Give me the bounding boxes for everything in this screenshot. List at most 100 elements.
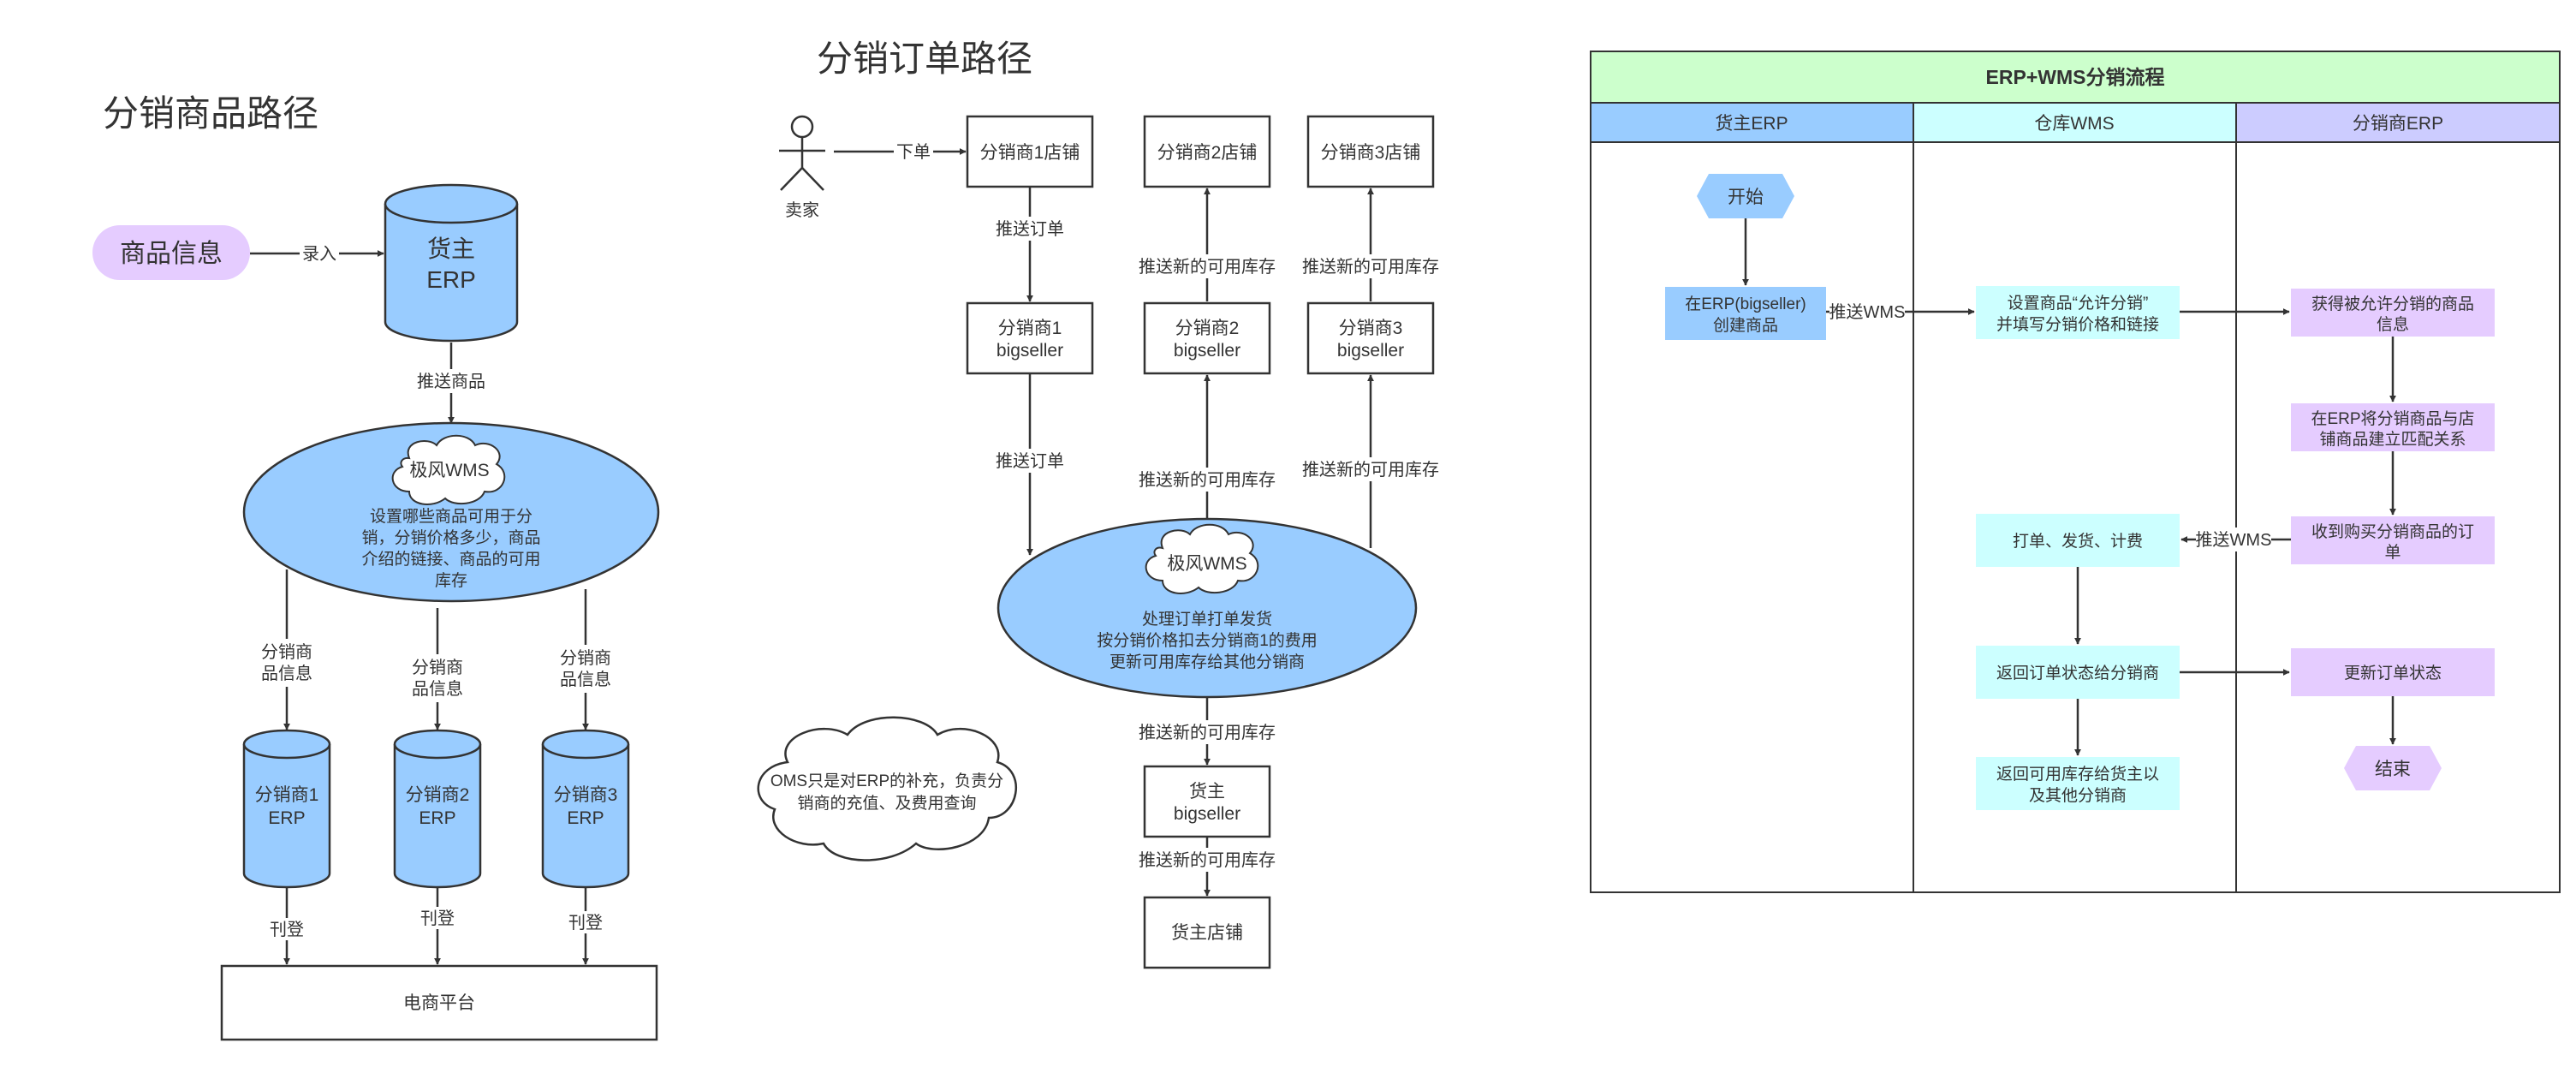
- order-wms-text-2: 按分销价格扣去分销商1的费用: [1097, 631, 1318, 650]
- return-stock-line1: 返回可用库存给货主以: [1996, 765, 2159, 784]
- update-status-node: [2291, 648, 2495, 696]
- dist3-erp-cylinder: 分销商3 ERP: [541, 729, 630, 889]
- buyer-label: 卖家: [785, 200, 819, 220]
- store2-label: 分销商2店铺: [1157, 143, 1258, 163]
- publish-label-3: 刊登: [568, 913, 603, 933]
- set-goods-line1: 设置商品“允许分销”: [2008, 294, 2149, 313]
- owner-erp-line1: 货主: [427, 235, 475, 262]
- push-stock-label-5: 推送新的可用库存: [1139, 723, 1276, 742]
- match-node: [2291, 403, 2495, 451]
- bigseller3-line1: 分销商3: [1339, 319, 1403, 338]
- product-info-label: 商品信息: [120, 240, 223, 268]
- order-wms-cloud-label: 极风WMS: [1167, 554, 1246, 574]
- publish-label-1: 刊登: [270, 920, 304, 939]
- product-path-section: 分销商品路径 商品信息 录入 货主 ERP 推送商品 极风WMS 设置哪些商品可…: [92, 93, 660, 1041]
- order-wms-text-1: 处理订单打单发货: [1142, 610, 1272, 629]
- product-wms-text-1: 设置哪些商品可用于分: [370, 507, 532, 526]
- get-goods-node: [2291, 289, 2495, 337]
- store3-label: 分销商3店铺: [1321, 143, 1421, 163]
- create-goods-line2: 创建商品: [1713, 316, 1778, 335]
- store2-box: [1143, 115, 1271, 188]
- dist2-erp-line2: ERP: [419, 808, 455, 828]
- owner-bigseller-line2: bigseller: [1174, 804, 1240, 824]
- print-ship-label: 打单、发货、计费: [2013, 532, 2143, 551]
- publish-label-2: 刊登: [420, 909, 455, 928]
- bigseller3-line2: bigseller: [1337, 341, 1404, 361]
- lane-label-distributor-erp: 分销商ERP: [2353, 114, 2443, 134]
- create-goods-line1: 在ERP(bigseller): [1685, 295, 1806, 313]
- dist-info-label-3a: 分销商: [560, 648, 611, 668]
- dist1-erp-line2: ERP: [268, 808, 305, 828]
- print-ship-node: [1976, 514, 2180, 567]
- owner-bigseller-line1: 货主: [1189, 782, 1225, 802]
- flow-title-bar: [1590, 51, 2561, 104]
- lane-label-owner-erp: 货主ERP: [1715, 114, 1788, 134]
- get-goods-line1: 获得被允许分销的商品: [2311, 295, 2474, 313]
- dist-info-label-2a: 分销商: [412, 658, 463, 677]
- dist-info-label-1b: 品信息: [261, 664, 312, 683]
- push-stock-label-1: 推送新的可用库存: [1139, 257, 1276, 277]
- product-wms-ellipse: [242, 421, 660, 603]
- set-goods-node: [1976, 286, 2180, 339]
- flow-title: ERP+WMS分销流程: [1986, 66, 2165, 88]
- owner-store-box: [1143, 896, 1271, 969]
- dist-info-label-1a: 分销商: [261, 642, 312, 662]
- bigseller2-line1: 分销商2: [1175, 319, 1240, 338]
- bigseller3-box: [1306, 301, 1435, 375]
- lane-header-distributor-erp: [2235, 102, 2561, 143]
- bigseller1-line2: bigseller: [996, 341, 1063, 361]
- match-line2: 铺商品建立匹配关系: [2319, 430, 2466, 449]
- push-stock-label-2: 推送新的可用库存: [1302, 257, 1439, 277]
- product-wms-text-2: 销，分销价格多少，商品: [361, 528, 540, 547]
- store1-label: 分销商1店铺: [980, 143, 1080, 163]
- return-status-label: 返回订单状态给分销商: [1996, 664, 2159, 683]
- owner-erp-cylinder: 货主 ERP: [384, 183, 519, 343]
- owner-store-label: 货主店铺: [1171, 923, 1243, 943]
- start-label: 开始: [1728, 188, 1764, 207]
- dist2-erp-line1: 分销商2: [406, 785, 470, 805]
- product-wms-cloud-label: 极风WMS: [409, 461, 489, 480]
- update-status-label: 更新订单状态: [2344, 664, 2442, 683]
- lane-label-warehouse-wms: 仓库WMS: [2034, 114, 2114, 134]
- bigseller1-line1: 分销商1: [998, 319, 1062, 338]
- order-path-title: 分销订单路径: [817, 39, 1032, 79]
- flow-section: ERP+WMS分销流程 货主ERP 仓库WMS 分销商ERP 开始 在ERP(b…: [1590, 51, 2561, 893]
- return-status-node: [1976, 646, 2180, 699]
- store1-box: [966, 115, 1094, 188]
- dist-info-label-2b: 品信息: [412, 679, 463, 699]
- ecommerce-platform-box: [220, 964, 658, 1041]
- bigseller2-line2: bigseller: [1174, 341, 1240, 361]
- start-node: [1697, 174, 1794, 218]
- dist1-erp-line1: 分销商1: [255, 785, 319, 805]
- receive-order-line2: 单: [2384, 543, 2400, 562]
- dist1-erp-cylinder: 分销商1 ERP: [242, 729, 331, 889]
- push-wms-label-1: 推送WMS: [1829, 302, 1906, 322]
- dist3-erp-line1: 分销商3: [554, 785, 618, 805]
- push-stock-label-6: 推送新的可用库存: [1139, 850, 1276, 870]
- push-stock-label-4: 推送新的可用库存: [1302, 460, 1439, 480]
- bigseller1-box: [966, 301, 1094, 375]
- order-label: 下单: [896, 142, 931, 162]
- order-wms-text-3: 更新可用库存给其他分销商: [1110, 653, 1305, 671]
- owner-bigseller-box: [1143, 765, 1271, 838]
- create-goods-node: [1665, 287, 1826, 340]
- order-wms-cloud-icon: [1145, 523, 1259, 594]
- push-wms-label-2: 推送WMS: [2196, 530, 2272, 550]
- product-info-node: [92, 225, 250, 280]
- oms-note-line1: OMS只是对ERP的补充，负责分: [770, 772, 1003, 790]
- receive-order-line1: 收到购买分销商品的订: [2311, 522, 2474, 541]
- oms-note-cloud: [757, 716, 1018, 861]
- record-label: 录入: [302, 245, 336, 264]
- order-path-section: 分销订单路径 卖家 下单 分销商1店铺 分销商2店铺 分销商3店铺 推送订单 推…: [757, 39, 1439, 969]
- push-order-label-1: 推送订单: [996, 219, 1064, 239]
- oms-note-line2: 销商的充值、及费用查询: [797, 794, 976, 813]
- push-stock-label-3: 推送新的可用库存: [1139, 470, 1276, 490]
- buyer-actor-icon: [779, 115, 825, 191]
- lane-header-owner-erp: [1590, 102, 1914, 143]
- end-node: [2344, 746, 2442, 790]
- get-goods-line2: 信息: [2377, 315, 2409, 334]
- product-wms-cloud-icon: [391, 434, 506, 505]
- product-path-title: 分销商品路径: [103, 93, 318, 134]
- owner-erp-line2: ERP: [426, 266, 476, 293]
